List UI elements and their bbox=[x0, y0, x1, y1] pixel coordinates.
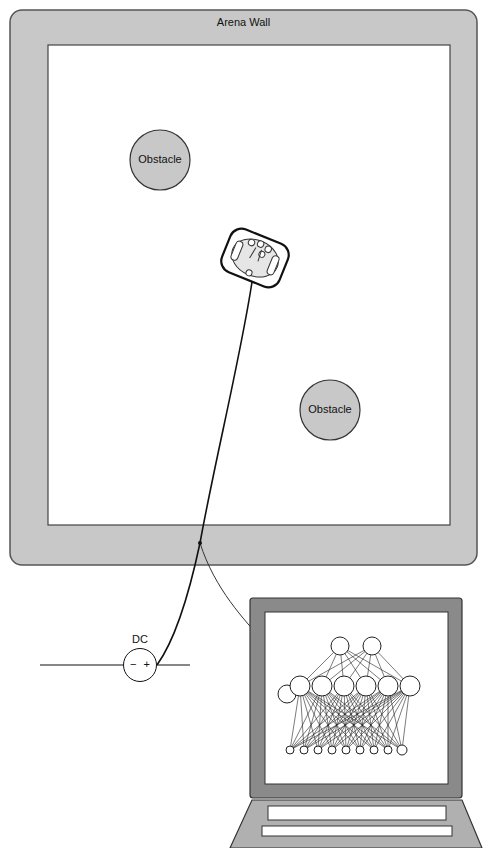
wall-label: Arena Wall bbox=[217, 16, 270, 29]
arena-wall-band bbox=[10, 10, 477, 565]
arena-floor bbox=[48, 45, 450, 525]
source-circle bbox=[123, 620, 157, 682]
obstacle: Obstacle bbox=[129, 129, 191, 191]
obstacle: Obstacle bbox=[299, 379, 361, 441]
arena-wall: Arena WallObstacleObstacle bbox=[10, 10, 477, 565]
polarity-sign: − bbox=[130, 658, 136, 671]
power-wire bbox=[157, 543, 200, 665]
obstacle-label: Obstacle bbox=[138, 153, 181, 166]
polarity-sign: + bbox=[144, 658, 150, 671]
neural-network bbox=[278, 637, 420, 755]
laptop bbox=[230, 598, 482, 848]
supply-line bbox=[40, 665, 123, 666]
wire-junction bbox=[198, 541, 202, 545]
supply-line bbox=[157, 665, 190, 666]
dc-source: DC −+ bbox=[123, 620, 157, 682]
robot bbox=[218, 225, 293, 291]
source-label: DC bbox=[132, 633, 148, 646]
tether-cable bbox=[200, 282, 252, 543]
obstacle-label: Obstacle bbox=[308, 403, 351, 416]
